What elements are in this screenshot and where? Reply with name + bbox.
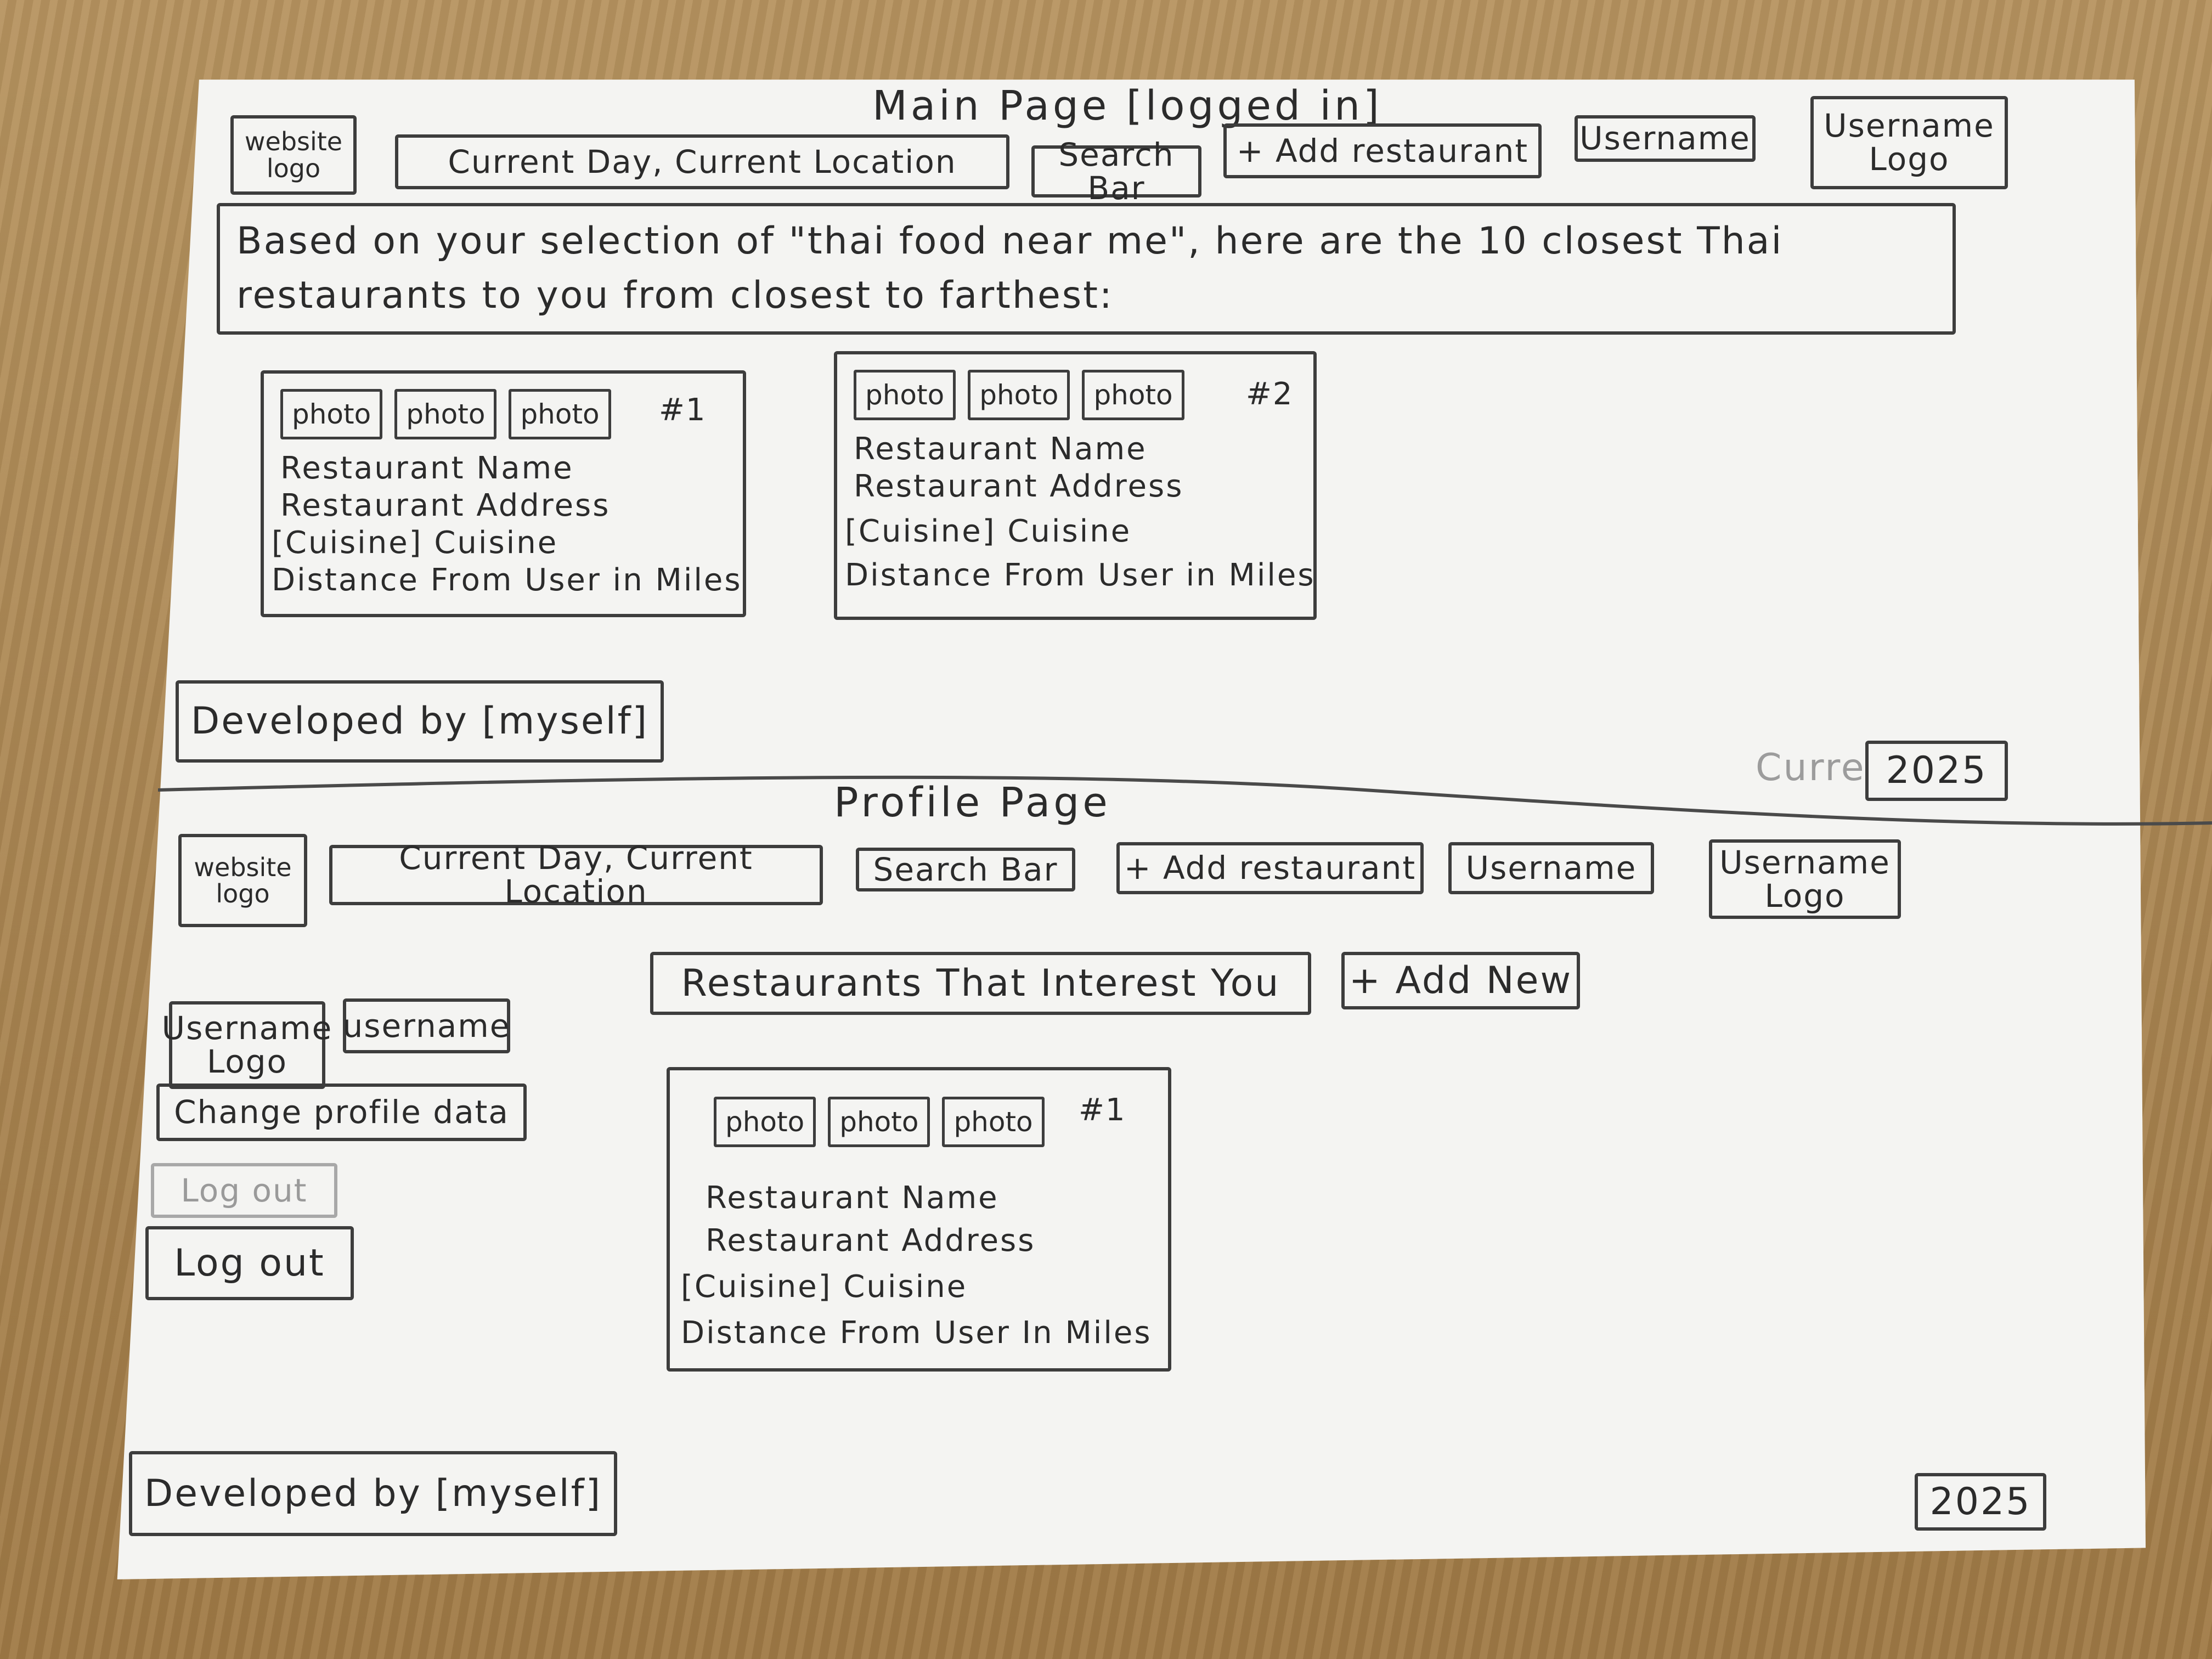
restaurant-name: Restaurant Name xyxy=(280,450,574,486)
restaurant-address: Restaurant Address xyxy=(280,488,611,523)
profile-add-restaurant-button[interactable]: + Add restaurant xyxy=(1116,842,1424,894)
card-rank: #2 xyxy=(1246,376,1294,412)
restaurant-distance: Distance From User In Miles xyxy=(681,1315,1152,1351)
profile-restaurant-card-1[interactable]: photo photo photo #1 Restaurant Name Res… xyxy=(667,1067,1171,1372)
photo-thumbnail[interactable]: photo xyxy=(394,389,497,439)
restaurant-cuisine: [Cuisine] Cuisine xyxy=(681,1269,968,1305)
photo-thumbnail[interactable]: photo xyxy=(280,389,383,439)
change-profile-data-button[interactable]: Change profile data xyxy=(156,1084,527,1141)
photo-thumbnail[interactable]: photo xyxy=(828,1097,930,1147)
restaurant-cuisine: [Cuisine] Cuisine xyxy=(845,514,1132,549)
restaurant-name: Restaurant Name xyxy=(706,1180,999,1216)
photo-thumbnail[interactable]: photo xyxy=(854,370,956,420)
main-search-bar[interactable]: Search Bar xyxy=(1031,138,1201,205)
profile-current-day-location: Current Day, Current Location xyxy=(329,842,823,908)
main-footer-year: 2025 xyxy=(1865,741,2008,801)
sidebar-username-logo[interactable]: Username Logo xyxy=(162,1001,331,1089)
main-restaurant-card-2[interactable]: photo photo photo #2 Restaurant Name Res… xyxy=(834,351,1317,620)
photo-thumbnail[interactable]: photo xyxy=(509,389,611,439)
photo-thumbnail[interactable]: photo xyxy=(714,1097,816,1147)
selection-message: Based on your selection of "thai food ne… xyxy=(217,203,1956,335)
restaurant-distance: Distance From User in Miles xyxy=(845,557,1316,593)
profile-username[interactable]: Username xyxy=(1448,842,1654,894)
add-new-button[interactable]: + Add New xyxy=(1341,952,1580,1009)
restaurant-cuisine: [Cuisine] Cuisine xyxy=(272,525,558,561)
profile-search-bar[interactable]: Search Bar xyxy=(856,848,1075,891)
photo-thumbnail[interactable]: photo xyxy=(942,1097,1045,1147)
restaurant-distance: Distance From User in Miles xyxy=(272,562,742,598)
restaurant-address: Restaurant Address xyxy=(706,1223,1036,1259)
profile-page-title: Profile Page xyxy=(834,779,1111,826)
photo-thumbnail[interactable]: photo xyxy=(968,370,1070,420)
profile-website-logo[interactable]: website logo xyxy=(178,834,307,927)
card-rank: #1 xyxy=(1079,1092,1126,1128)
log-out-button[interactable]: Log out xyxy=(145,1226,354,1300)
main-footer-developed-by: Developed by [myself] xyxy=(176,680,664,763)
restaurant-address: Restaurant Address xyxy=(854,469,1184,504)
main-add-restaurant-button[interactable]: + Add restaurant xyxy=(1223,123,1542,178)
main-restaurant-card-1[interactable]: photo photo photo #1 Restaurant Name Res… xyxy=(261,370,746,617)
log-out-faint-sketch: Log out xyxy=(151,1163,337,1218)
interest-section-title: Restaurants That Interest You xyxy=(650,952,1311,1015)
restaurant-name: Restaurant Name xyxy=(854,431,1147,467)
sidebar-username: username xyxy=(343,998,510,1053)
main-footer-crossed-out-text: Curre xyxy=(1756,746,1866,789)
main-page-title: Main Page [logged in] xyxy=(872,82,1383,129)
photo-thumbnail[interactable]: photo xyxy=(1082,370,1184,420)
main-username[interactable]: Username xyxy=(1575,115,1756,162)
card-rank: #1 xyxy=(659,392,707,428)
main-website-logo[interactable]: website logo xyxy=(230,115,357,195)
profile-footer-year: 2025 xyxy=(1915,1473,2046,1531)
main-current-day-location: Current Day, Current Location xyxy=(395,134,1009,189)
profile-footer-developed-by: Developed by [myself] xyxy=(129,1451,617,1536)
profile-username-logo[interactable]: Username Logo xyxy=(1709,839,1901,919)
main-username-logo[interactable]: Username Logo xyxy=(1810,96,2008,189)
